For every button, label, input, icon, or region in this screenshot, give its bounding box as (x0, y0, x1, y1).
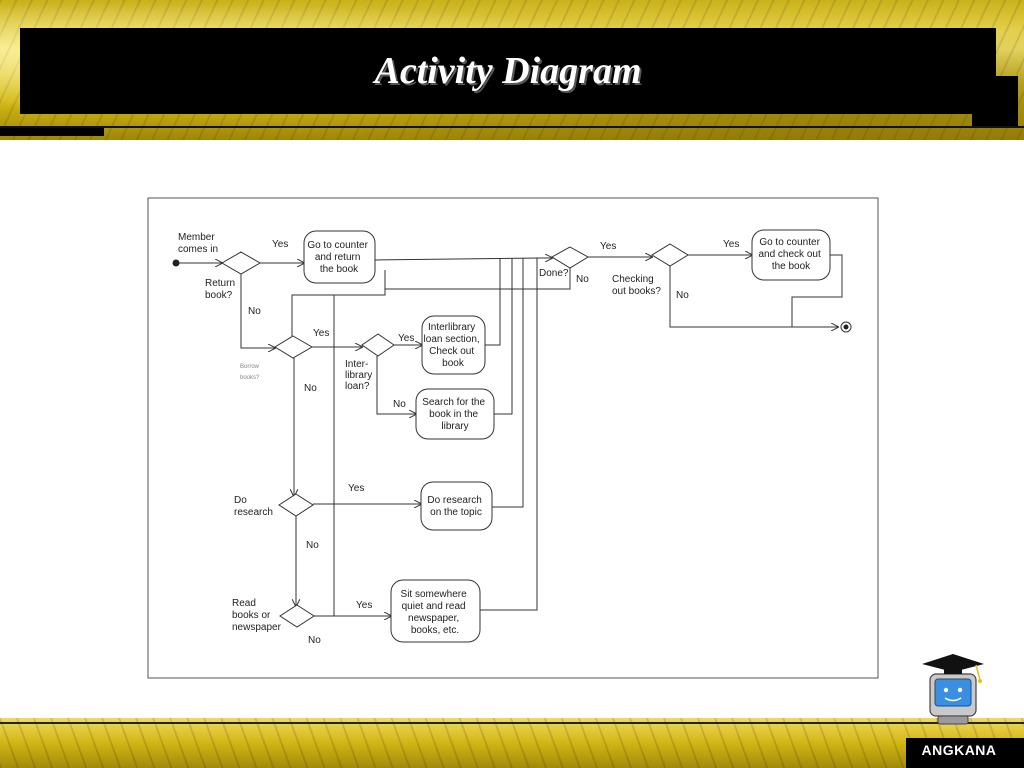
decision-read-books (279, 604, 315, 628)
decision-done (551, 246, 589, 269)
graduate-computer-icon (922, 654, 984, 725)
activity-research (420, 481, 493, 531)
activity-research-label: Do research on the topic (427, 495, 484, 518)
decision-return-book (221, 251, 261, 275)
decision-borrow-books (274, 335, 313, 359)
activity-interlibrary-label: Interlibrary loan section, Check out boo… (424, 322, 483, 369)
header-divider (0, 126, 1024, 128)
decision-checking-label: Checking out books? (612, 274, 661, 297)
activity-interlibrary (421, 315, 486, 375)
end-node-inner (843, 324, 849, 330)
activity-search-label: Search for the book in the library (422, 397, 488, 432)
guard-read-yes: Yes (356, 600, 372, 611)
title-box (20, 28, 996, 114)
flow-read-no (314, 294, 385, 617)
footer-divider (0, 722, 1024, 724)
guard-inter-no: No (393, 399, 406, 410)
start-node (172, 259, 180, 267)
footer-band (0, 718, 1024, 768)
footer-brand-block (906, 738, 1024, 768)
decision-done-label: Done? (539, 268, 569, 279)
guard-done-yes: Yes (600, 241, 616, 252)
activity-return-label: Go to counter and return the book (307, 240, 370, 275)
decision-checking-out (651, 243, 689, 267)
decision-interlibrary-label: Inter- library loan? (345, 359, 375, 392)
activity-read (390, 579, 481, 643)
decision-read-label: Read books or newspaper (232, 598, 282, 633)
flow-checkout-exit (791, 254, 843, 327)
flow-checkout-no (669, 266, 838, 327)
diagram-frame (147, 197, 879, 679)
guard-inter-yes: Yes (398, 333, 414, 344)
activity-return-book (303, 230, 376, 284)
flow-done-no (385, 268, 571, 290)
decision-interlibrary (361, 333, 395, 357)
guard-return-no: No (248, 306, 261, 317)
guard-borrow-no: No (304, 383, 317, 394)
activity-read-label: Sit somewhere quiet and read newspaper, … (401, 589, 470, 636)
slide-title: Activity Diagram (374, 50, 642, 92)
flow-research-back (492, 258, 524, 508)
guard-checkout-yes: Yes (723, 239, 739, 250)
guard-research-yes: Yes (348, 483, 364, 494)
decision-do-research (278, 493, 314, 517)
flow-inter-no (376, 356, 416, 414)
start-label: Member comes in (178, 232, 218, 255)
decision-research-label: Do research (234, 495, 273, 518)
flow-inter-back (485, 258, 501, 346)
header-accent-bar (0, 128, 104, 136)
flow-read-back (480, 258, 538, 611)
guard-research-no: No (306, 540, 319, 551)
decision-return-label: Return book? (205, 278, 238, 301)
flow-return-no (240, 272, 275, 348)
guard-return-yes: Yes (272, 239, 288, 250)
activity-search (415, 388, 495, 440)
decision-borrow-label: Borrow books? (240, 364, 261, 381)
guard-done-no: No (576, 274, 589, 285)
activity-checkout-label: Go to counter and check out the book (758, 237, 823, 272)
flow-search-back (494, 258, 513, 415)
guard-borrow-yes: Yes (313, 328, 329, 339)
guard-checkout-no: No (676, 290, 689, 301)
activity-checkout (751, 229, 831, 281)
brand-label: ANGKANA (921, 742, 997, 758)
guard-read-no: No (308, 635, 321, 646)
